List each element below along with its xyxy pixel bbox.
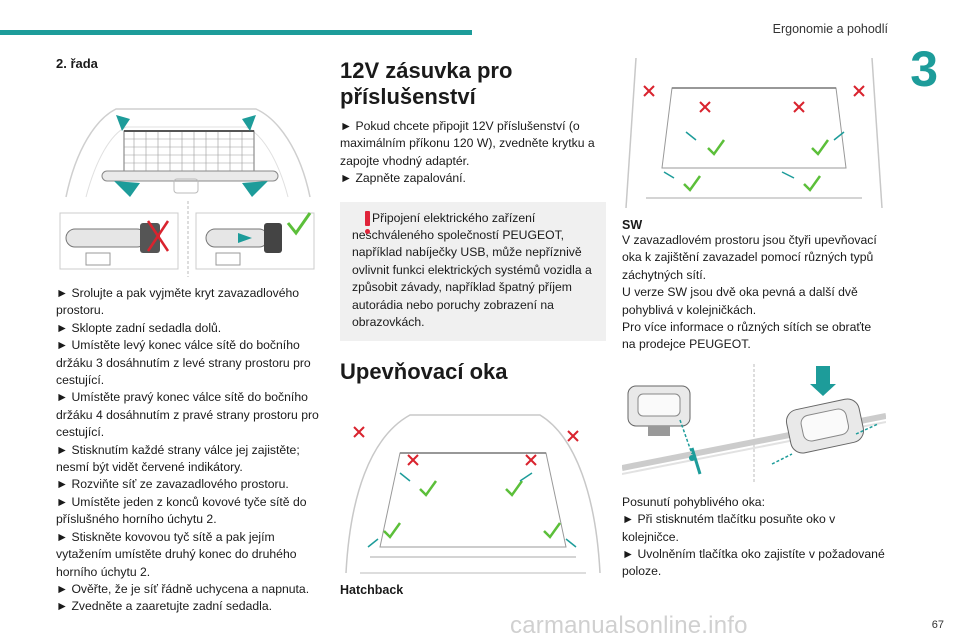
step-bar-end: ► Umístěte jeden z konců kovové tyče sít… <box>56 494 307 527</box>
right-holder-view <box>195 212 315 270</box>
sw-caption: SW <box>622 218 643 232</box>
movable-ring-step-release: ► Uvolněním tlačítka oko zajistíte v pož… <box>622 547 885 579</box>
step-lock-roller: ► Stisknutím každé strany válce jej zaji… <box>56 442 300 475</box>
ring-left <box>627 385 702 475</box>
step-raise-seats: ► Zvedněte a zaaretujte zadní sedadla. <box>56 599 273 614</box>
net-holder-detail-illustration <box>59 201 315 277</box>
sw-rings-fixed-movable: U verze SW jsou dvě oka pevná a další dv… <box>622 285 858 317</box>
column-sw-rings: SW V zavazadlovém prostoru jsou čtyři up… <box>622 50 886 581</box>
sw-rings-description: V zavazadlovém prostoru jsou čtyři upevň… <box>622 233 877 282</box>
step-bar-other-end: ► Stiskněte kovovou tyč sítě a pak jejím… <box>56 529 297 579</box>
movable-ring-illustration <box>622 363 886 484</box>
header-accent-bar <box>0 30 472 35</box>
page-number: 67 <box>931 619 944 631</box>
step-roll-cover: ► Srolujte a pak vyjměte kryt zavazadlov… <box>56 286 300 318</box>
hatchback-rings-illustration <box>345 414 601 574</box>
sw-rings-illustration <box>625 57 883 209</box>
row2-heading: 2. řada <box>56 56 98 71</box>
movable-ring-intro: Posunutí pohyblivého oka: <box>622 494 765 509</box>
ring-right <box>771 365 879 465</box>
step-check-net: ► Ověřte, že je síť řádně uchycena a nap… <box>56 581 310 596</box>
step-right-end: ► Umístěte pravý konec válce sítě do boč… <box>56 390 319 440</box>
warning-note: Připojení elektrického zařízení neschvál… <box>340 201 606 342</box>
column-socket-and-rings: 12V zásuvka pro příslušenství ► Pokud ch… <box>340 50 606 598</box>
warning-exclamation-icon <box>365 210 370 234</box>
socket-step-connect: ► Pokud chcete připojit 12V příslušenstv… <box>340 119 595 168</box>
socket-step-ignition: ► Zapněte zapalování. <box>340 171 466 186</box>
column-net-installation: 2. řada <box>56 50 320 616</box>
step-left-end: ► Umístěte levý konec válce sítě do bočn… <box>56 338 311 388</box>
left-holder-view <box>59 212 179 270</box>
warning-text: Připojení elektrického zařízení neschvál… <box>352 210 592 330</box>
chapter-number: 3 <box>910 41 938 97</box>
step-unroll: ► Rozviňte síť ze zavazadlového prostoru… <box>56 477 289 492</box>
socket-heading: 12V zásuvka pro příslušenství <box>340 58 513 109</box>
lashing-rings-heading: Upevňovací oka <box>340 359 508 385</box>
movable-ring-step-slide: ► Při stisknutém tlačítku posuňte oko v … <box>622 512 836 544</box>
hatchback-caption: Hatchback <box>340 583 404 598</box>
step-fold-seats: ► Sklopte zadní sedadla dolů. <box>56 320 222 335</box>
sw-rings-dealer: Pro více informace o různých sítích se o… <box>622 320 872 352</box>
cargo-net-illustration <box>65 108 311 198</box>
section-title: Ergonomie a pohodlí <box>772 22 888 36</box>
watermark: carmanualsonline.info <box>510 612 748 639</box>
